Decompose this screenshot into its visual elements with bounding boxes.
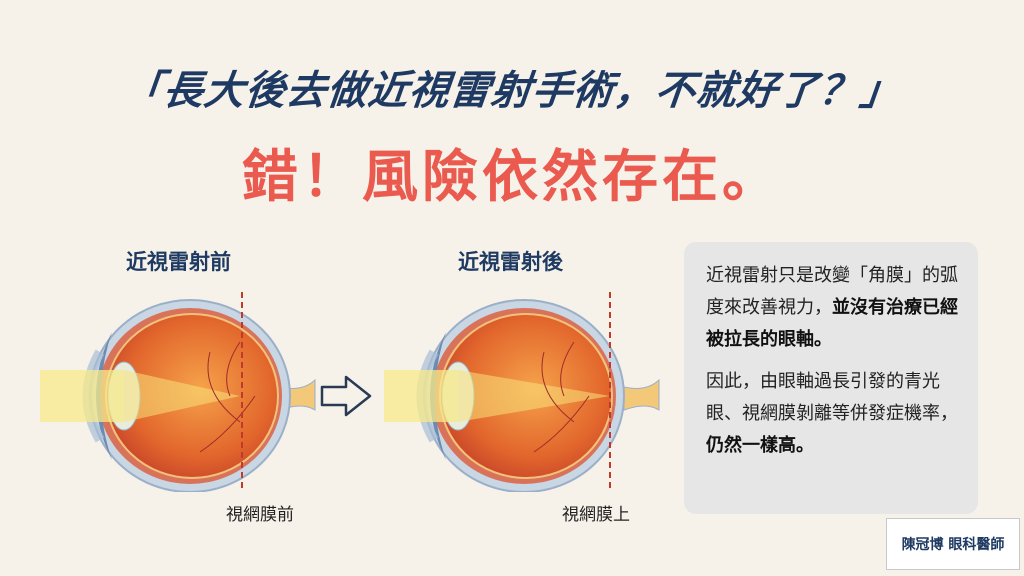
before-focus-label: 視網膜前 <box>226 505 294 525</box>
question-heading: 「長大後去做近視雷射手術，不就好了？」 <box>119 68 904 114</box>
answer-heading: 錯！風險依然存在。 <box>242 145 782 210</box>
info-paragraph-1: 近視雷射只是改變「角膜」的弧度來改善視力，並沒有治療已經被拉長的眼軸。 <box>706 265 958 350</box>
eye-cross-section-icon <box>384 292 660 492</box>
after-focus-label: 視網膜上 <box>562 505 630 525</box>
eye-cross-section-icon <box>40 292 316 492</box>
doctor-signature: 陳冠博 眼科醫師 <box>886 518 1020 570</box>
info-box: 近視雷射只是改變「角膜」的弧度來改善視力，並沒有治療已經被拉長的眼軸。 因此，由… <box>684 242 978 514</box>
before-laser-label: 近視雷射前 <box>126 250 231 274</box>
info-paragraph-2: 因此，由眼軸過長引發的青光眼、視網膜剝離等併發症機率，仍然一樣高。 <box>706 371 958 456</box>
arrow-right-outline-icon <box>320 375 372 417</box>
after-laser-label: 近視雷射後 <box>458 250 563 274</box>
